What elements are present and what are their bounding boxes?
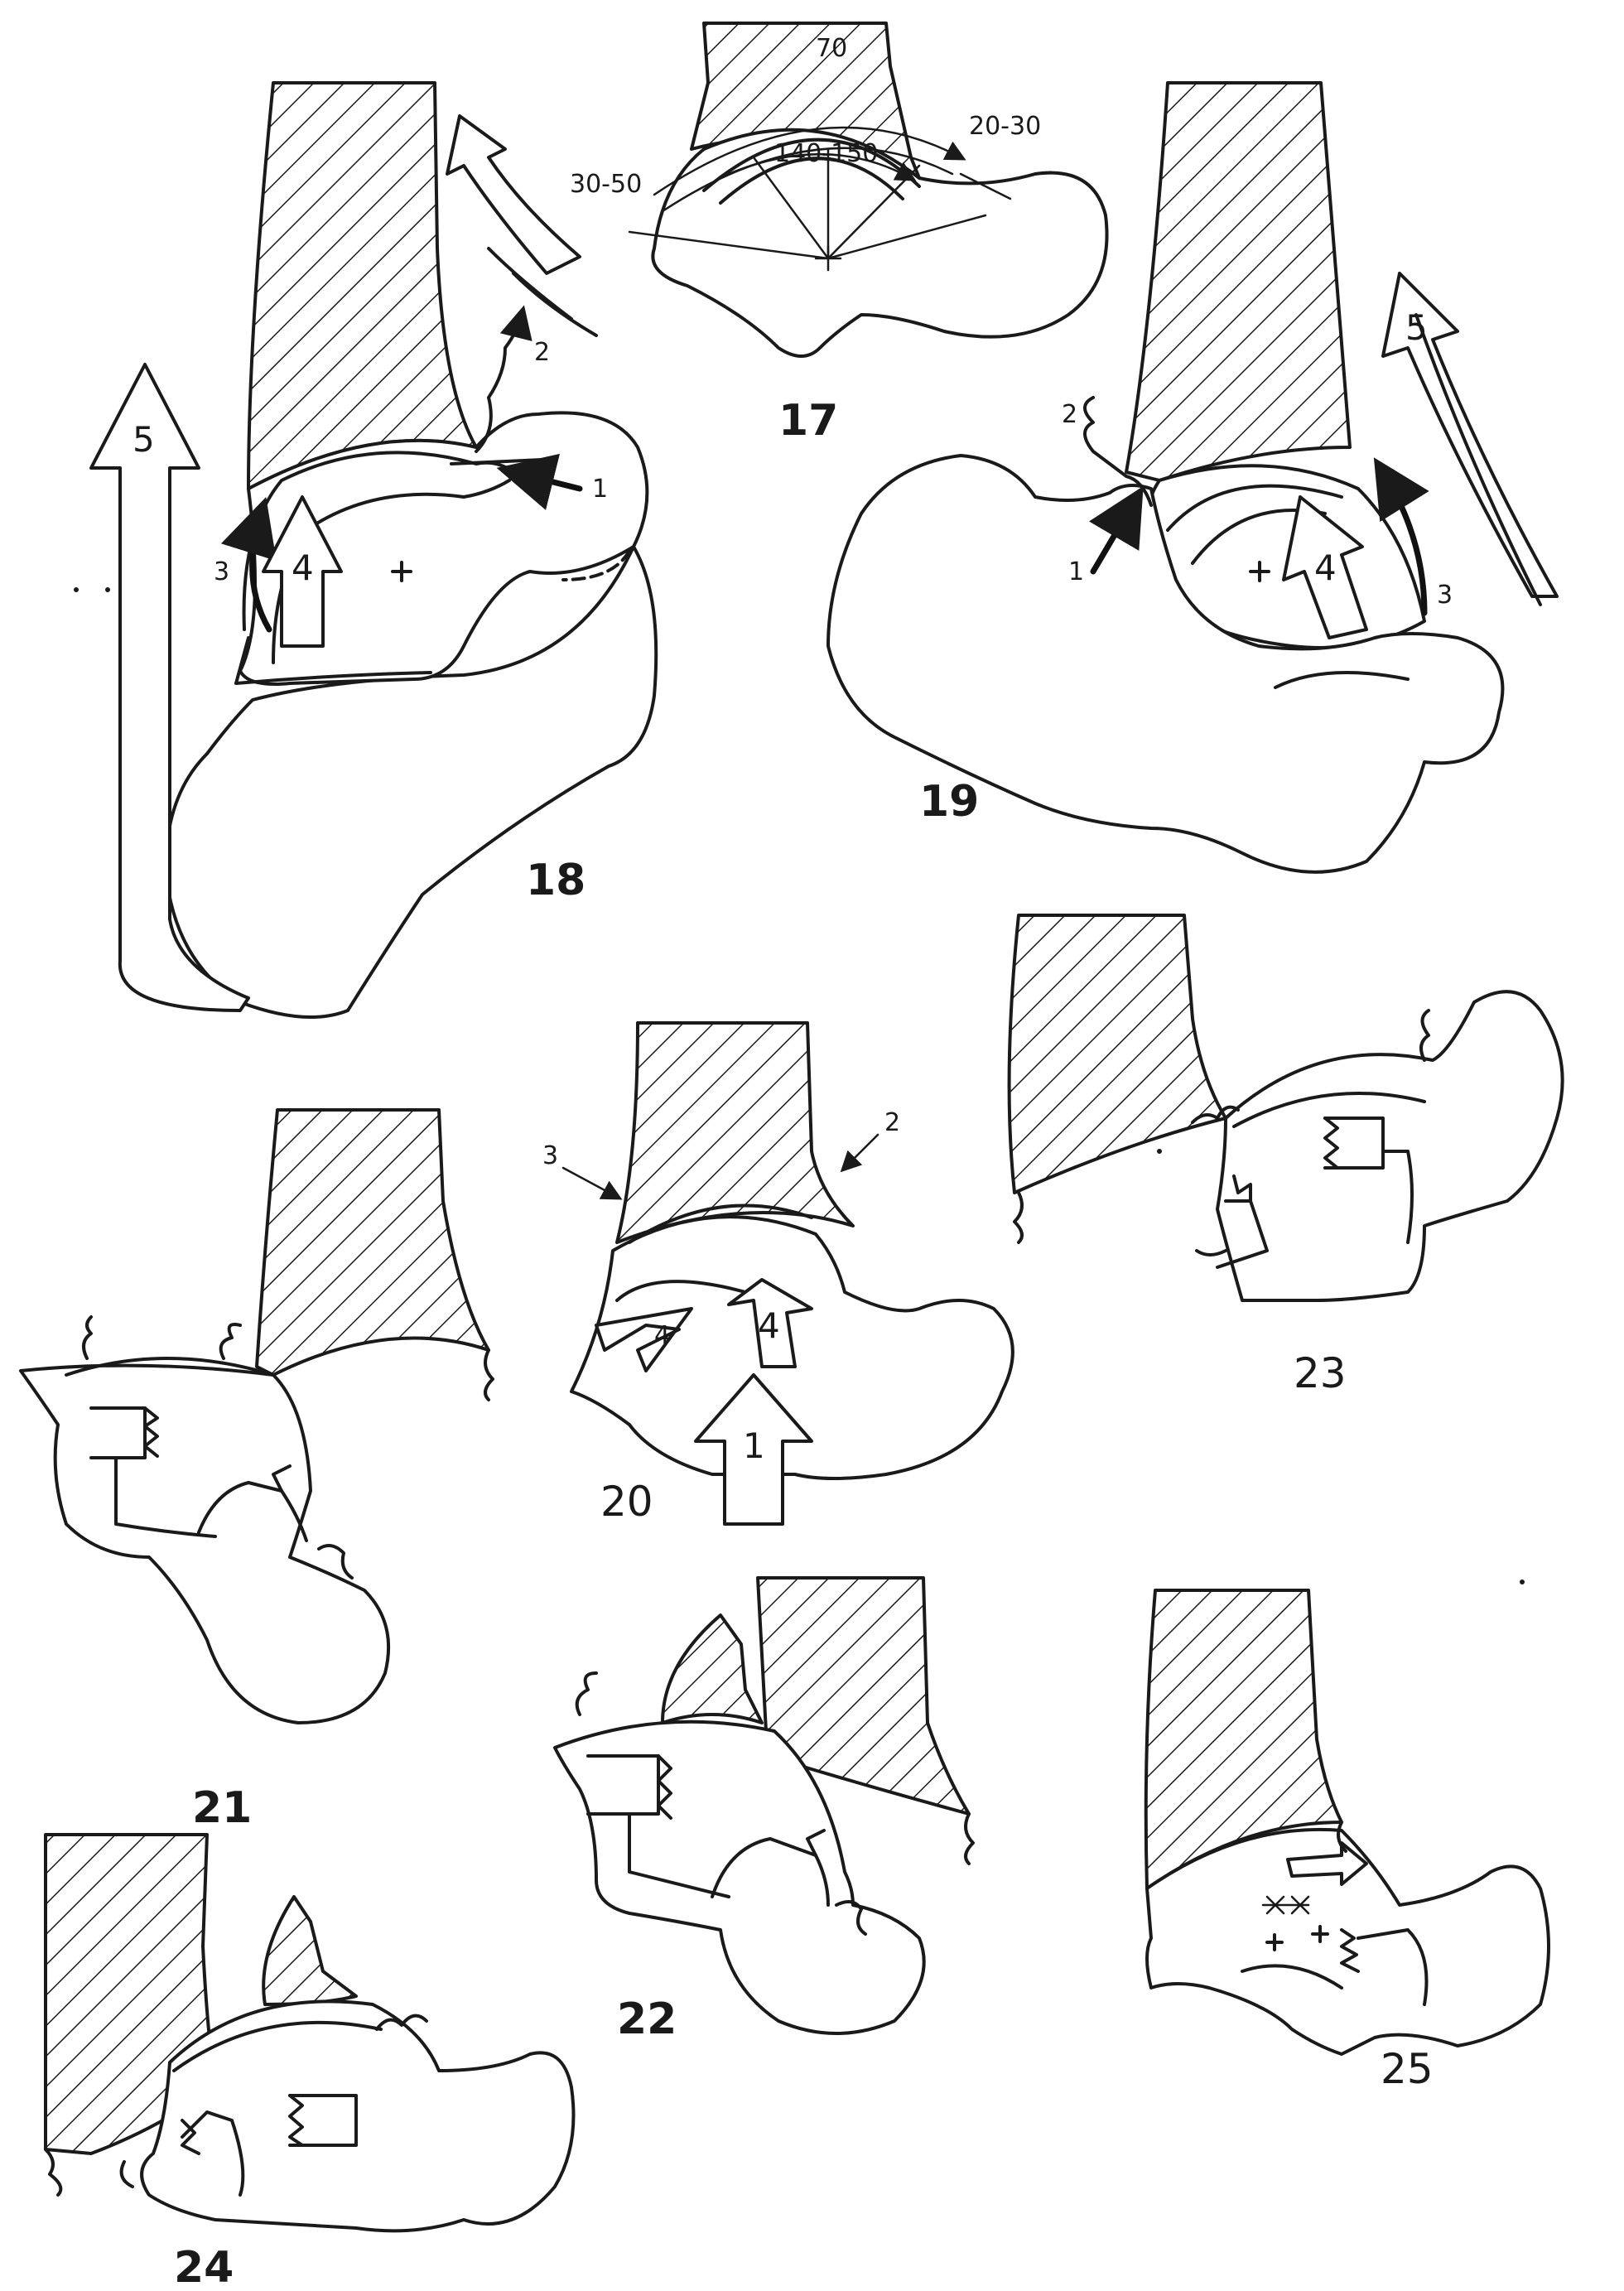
force-arrow-4-18	[262, 495, 343, 648]
figure-18: 1 2 3 4 5 18	[89, 81, 658, 1019]
label-3-19: 3	[1437, 581, 1453, 610]
talus-21	[19, 1363, 391, 1724]
tibia-23	[1007, 914, 1227, 1194]
force-arrow-5-18	[89, 363, 250, 1012]
talus-23	[1216, 990, 1564, 1302]
label-4-18: 4	[292, 547, 314, 588]
tibia-22	[756, 1576, 971, 1816]
figure-20: 4 4 1 2 3 20	[542, 1021, 1014, 1526]
figure-18-number: 18	[526, 856, 586, 905]
figure-19-number: 19	[919, 777, 979, 827]
figure-20-number: 20	[600, 1478, 653, 1526]
figure-17-number: 17	[778, 396, 838, 446]
tibia-19	[1125, 81, 1352, 482]
rotation-arrow-25	[1286, 1841, 1368, 1886]
figure-25: 25	[1144, 1589, 1550, 2093]
figure-23-number: 23	[1294, 1349, 1347, 1397]
fragment-24	[262, 1895, 358, 2006]
figure-22: 22	[553, 1576, 975, 2044]
label-1-20: 1	[743, 1425, 765, 1466]
figure-21: 21	[19, 1108, 494, 1833]
label-4b-20: 4	[758, 1305, 780, 1346]
force-arrow-4a-20	[595, 1307, 693, 1372]
stray-marks	[74, 587, 1525, 1584]
angle-30-50-label: 30-50	[570, 170, 642, 199]
angle-lines-17	[628, 126, 1012, 272]
label-3-18: 3	[214, 557, 229, 586]
force-arrow-4-19	[1282, 495, 1368, 639]
talus-22	[553, 1719, 926, 2035]
figure-22-number: 22	[617, 1994, 677, 2044]
figure-25-number: 25	[1381, 2045, 1434, 2093]
talus-17	[651, 128, 1109, 358]
talar-dome-arc-17	[702, 137, 921, 192]
label-2-20: 2	[884, 1108, 900, 1137]
label-1-18: 1	[592, 475, 608, 504]
label-4-19: 4	[1314, 547, 1337, 588]
fragment-22	[661, 1613, 764, 1724]
force-arrow-1-20	[694, 1373, 813, 1526]
label-5-18: 5	[133, 419, 155, 460]
force-arrow-5-19	[1381, 272, 1559, 598]
figure-17: 70 20-30 30-50 140-150 17	[570, 22, 1109, 446]
figure-24: 24	[44, 1833, 576, 2291]
tibia-20	[615, 1021, 855, 1244]
label-2-18: 2	[534, 338, 550, 367]
angle-20-30-label: 20-30	[969, 112, 1041, 141]
figure-19: 1 2 3 4 5 19	[826, 81, 1559, 874]
figure-23: 23	[1007, 914, 1564, 1397]
tibia-21	[255, 1108, 490, 1377]
label-1-19: 1	[1068, 557, 1084, 586]
tibia-18	[247, 81, 478, 490]
label-2-19: 2	[1062, 400, 1077, 429]
label-4a-20-text: 4	[654, 1321, 670, 1350]
figure-24-number: 24	[174, 2243, 234, 2291]
curved-arrow-18	[446, 114, 581, 275]
angle-140-150-label: 140-150	[774, 139, 878, 168]
figure-21-number: 21	[192, 1783, 252, 1833]
angle-70-label: 70	[816, 34, 847, 63]
label-3-20: 3	[542, 1141, 558, 1170]
force-arrow-4b-20	[727, 1278, 813, 1368]
